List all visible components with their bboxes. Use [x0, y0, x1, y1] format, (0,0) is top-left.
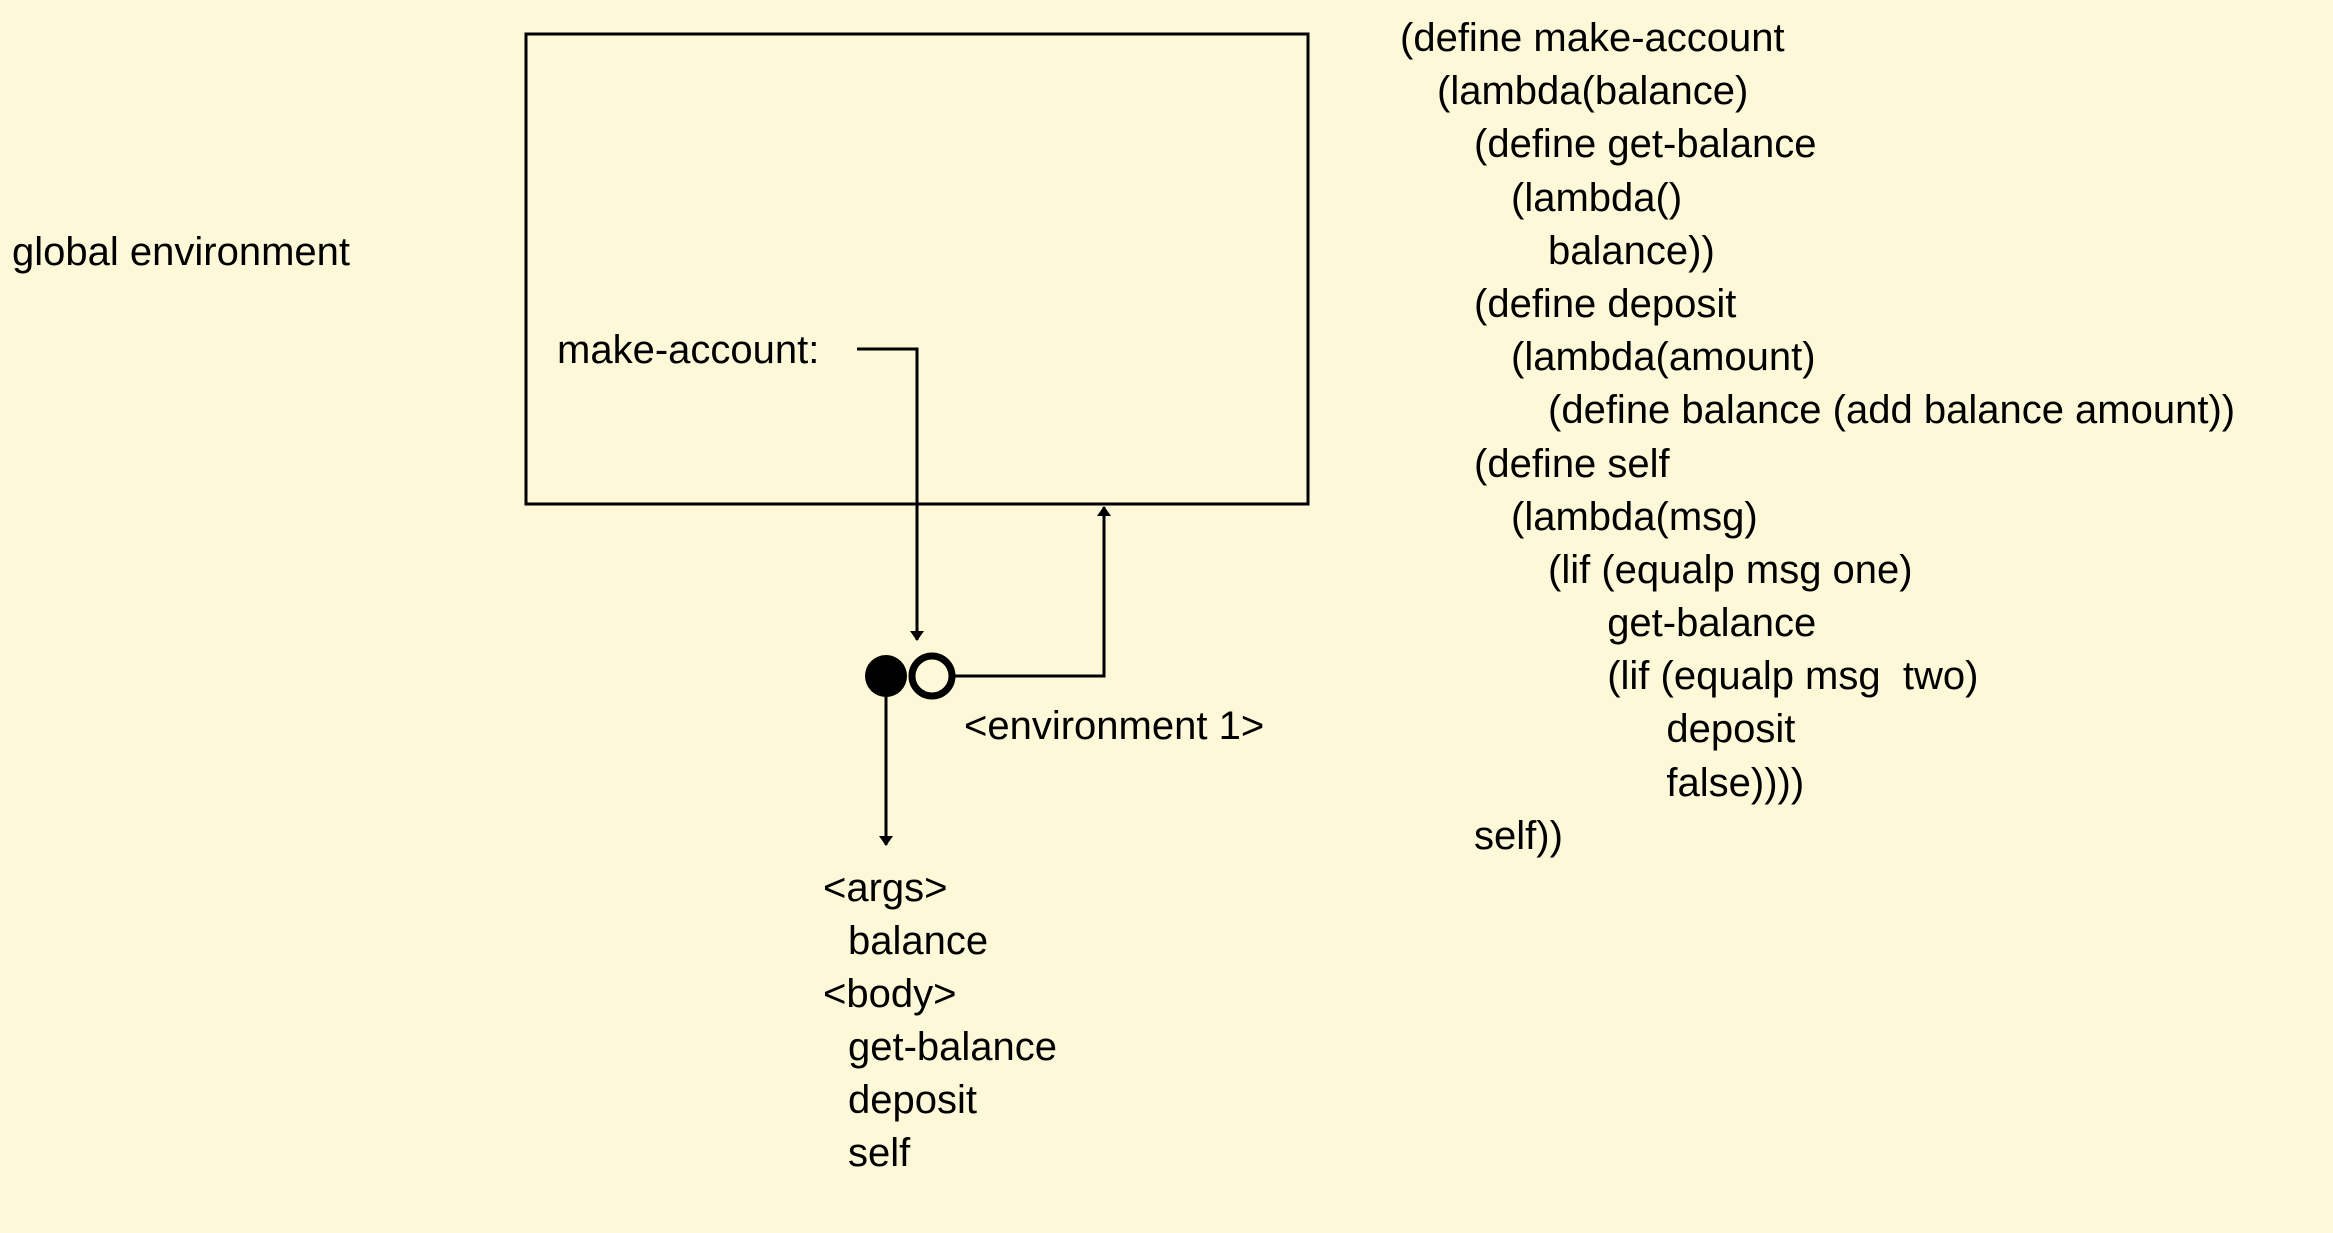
code-line: (define self	[1474, 441, 1670, 486]
environment-pointer-arrow	[932, 506, 1111, 678]
code-line: (define make-account	[1400, 16, 1785, 60]
code-line: (define get-balance	[1474, 122, 1817, 167]
code-line: (define deposit	[1474, 281, 1737, 326]
procedure-code-dot	[865, 655, 907, 697]
code-line: deposit	[1666, 707, 1796, 752]
binding-pointer-arrow	[857, 347, 924, 641]
code-line: balance))	[1548, 228, 1715, 273]
body-item-deposit: deposit	[848, 1078, 977, 1122]
procedure-object-text: <args> balance <body> get-balance deposi…	[823, 862, 1057, 1180]
code-line: (lif (equalp msg one)	[1548, 547, 1913, 592]
code-line: (lif (equalp msg two)	[1607, 654, 1979, 699]
make-account-binding-label: make-account:	[557, 328, 820, 372]
body-header: <body>	[823, 972, 957, 1016]
code-line: false))))	[1666, 760, 1805, 805]
code-line: self))	[1474, 813, 1563, 858]
code-line: get-balance	[1607, 601, 1817, 646]
args-header: <args>	[823, 866, 948, 910]
code-line: (lambda(amount)	[1511, 335, 1816, 380]
environment-1-label: <environment 1>	[964, 704, 1265, 748]
scheme-code-listing: (define make-account (lambda(balance) (def…	[1400, 12, 2235, 863]
code-line: (lambda()	[1511, 175, 1683, 220]
code-line: (lambda(balance)	[1437, 69, 1749, 114]
code-line: (define balance (add balance amount))	[1548, 388, 2236, 433]
code-line: (lambda(msg)	[1511, 494, 1758, 539]
global-environment-label: global environment	[12, 230, 350, 274]
body-item-self: self	[848, 1131, 911, 1175]
arg-balance: balance	[848, 919, 989, 963]
procedure-environment-dot	[908, 652, 956, 700]
body-item-get-balance: get-balance	[848, 1025, 1058, 1069]
